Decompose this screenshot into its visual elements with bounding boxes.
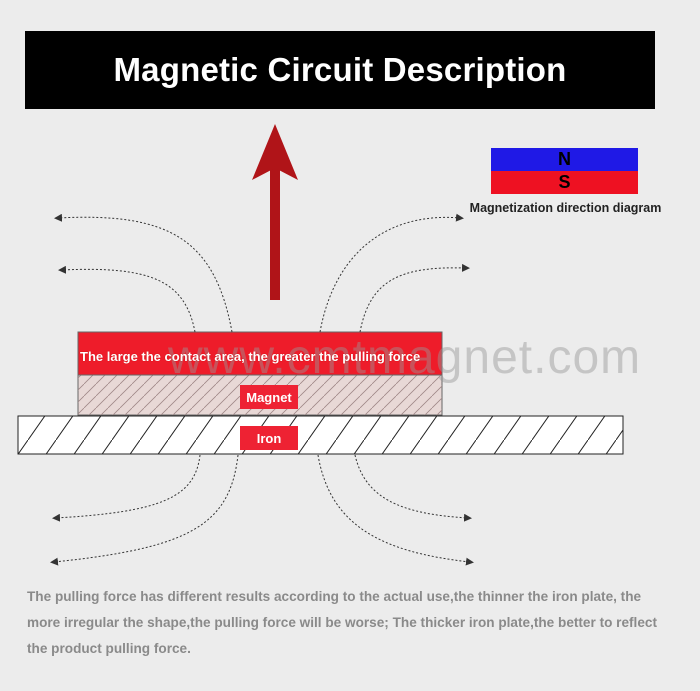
field-line (354, 454, 472, 522)
magnet-label: Magnet (240, 385, 298, 409)
iron-label: Iron (240, 426, 298, 450)
pulling-force-arrow (252, 124, 298, 300)
magnetization-diagram: N S (491, 148, 638, 194)
field-line (54, 213, 233, 333)
description-text: The pulling force has different results … (27, 589, 657, 656)
field-lines (50, 213, 474, 566)
magnet-upper (77, 331, 443, 376)
iron-plate-hatch (18, 416, 623, 454)
watermark: www.cmtmagnet.com (168, 331, 642, 384)
contact-area-text: The large the contact area, the greater … (80, 349, 421, 364)
field-line (50, 454, 239, 566)
field-line (359, 263, 470, 333)
page-title: Magnetic Circuit Description (113, 51, 567, 88)
title-bar: Magnetic Circuit Description (25, 31, 655, 109)
magnetization-caption: Magnetization direction diagram (469, 201, 662, 215)
north-pole: N (491, 148, 638, 171)
south-pole: S (491, 171, 638, 194)
field-line (319, 213, 464, 333)
field-line (58, 265, 196, 333)
field-line (52, 454, 201, 522)
field-line (317, 454, 474, 566)
